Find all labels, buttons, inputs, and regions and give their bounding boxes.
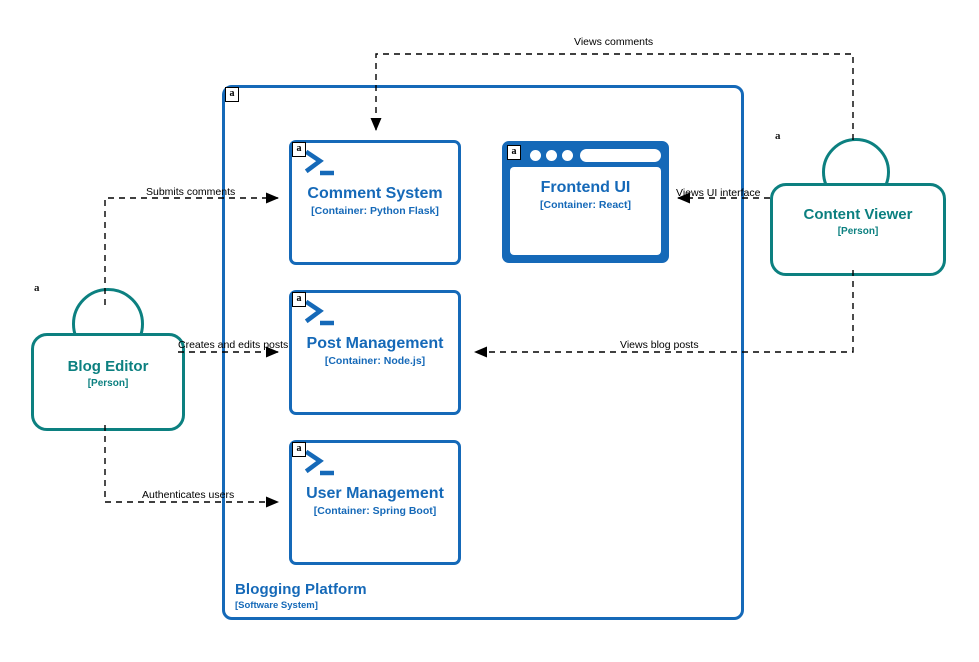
container-badge-icon: a	[292, 142, 306, 157]
edge-label-views-blog-posts: Views blog posts	[620, 339, 699, 351]
container-frontend-ui[interactable]: Frontend UI [Container: React]	[502, 141, 669, 263]
container-technology: [Container: Python Flask]	[311, 205, 439, 217]
person-name: Content Viewer	[803, 206, 913, 223]
browser-dot-icon	[546, 150, 557, 161]
container-badge-icon: a	[292, 292, 306, 307]
container-badge-icon: a	[292, 442, 306, 457]
person-subtitle: [Person]	[87, 378, 129, 389]
terminal-icon	[304, 449, 334, 476]
container-technology: [Container: React]	[539, 199, 631, 211]
terminal-icon	[304, 299, 334, 326]
browser-dot-icon	[562, 150, 573, 161]
person-badge-icon: a	[34, 282, 40, 294]
boundary-title: Blogging Platform	[235, 581, 367, 598]
person-content-viewer[interactable]: Content Viewer [Person]	[770, 183, 946, 276]
container-title: Post Management	[306, 335, 444, 352]
browser-dot-icon	[530, 150, 541, 161]
edge-label-submits-comments: Submits comments	[146, 186, 236, 198]
person-name: Blog Editor	[67, 358, 149, 375]
container-technology: [Container: Node.js]	[324, 355, 426, 367]
container-post-management[interactable]: Post Management [Container: Node.js]	[289, 290, 461, 415]
browser-address-bar	[580, 149, 661, 162]
container-title: User Management	[306, 485, 444, 502]
edge-label-views-ui-interface: Views UI interface	[676, 187, 761, 199]
terminal-icon	[304, 149, 334, 176]
edge-label-authenticates-users: Authenticates users	[142, 489, 235, 501]
edge-label-creates-and-edits-posts: Creates and edits posts	[178, 339, 289, 351]
edge-views-blog-posts	[474, 270, 854, 358]
boundary-badge-icon: a	[225, 87, 239, 102]
edge-submits-comments	[104, 192, 279, 305]
edge-label-views-comments: Views comments	[574, 36, 654, 48]
boundary-subtitle: [Software System]	[235, 600, 318, 611]
container-title: Comment System	[307, 185, 443, 202]
container-title: Frontend UI	[540, 179, 631, 196]
person-blog-editor[interactable]: Blog Editor [Person]	[31, 333, 185, 431]
container-badge-icon: a	[507, 145, 521, 160]
browser-viewport: Frontend UI [Container: React]	[510, 167, 661, 255]
browser-titlebar	[506, 145, 665, 165]
edge-authenticates-users	[104, 425, 279, 508]
person-badge-icon: a	[775, 130, 781, 142]
container-comment-system[interactable]: Comment System [Container: Python Flask]	[289, 140, 461, 265]
edge-views-comments	[370, 53, 854, 140]
person-subtitle: [Person]	[837, 226, 879, 237]
container-technology: [Container: Spring Boot]	[313, 505, 437, 517]
container-user-management[interactable]: User Management [Container: Spring Boot]	[289, 440, 461, 565]
